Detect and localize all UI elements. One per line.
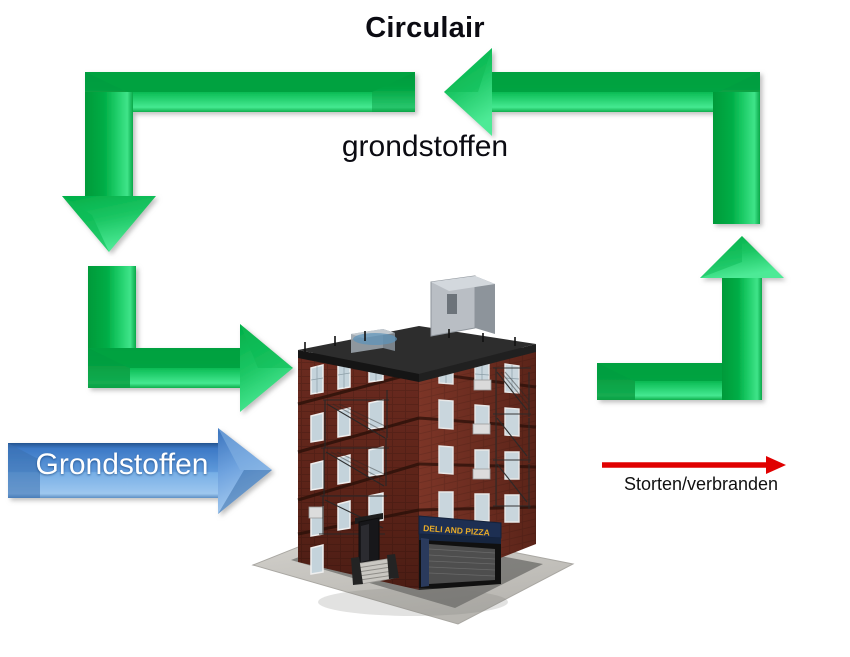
building-svg: DELI AND PIZZA xyxy=(251,275,575,625)
storefront-sign-text: DELI AND PIZZA xyxy=(423,523,490,538)
building-illustration: DELI AND PIZZA xyxy=(243,272,583,632)
rooftop-watertank xyxy=(353,333,397,345)
red-arrow-storten xyxy=(602,456,786,474)
arrow-top-left-down xyxy=(62,72,415,252)
arrow-bottom-right-up xyxy=(597,236,784,400)
stoop-stairs xyxy=(351,554,399,585)
roof xyxy=(298,275,536,382)
penthouse-window xyxy=(447,294,457,314)
side-windows xyxy=(438,353,520,523)
arrow-left-right xyxy=(88,266,293,412)
blue-arrow-grondstoffen[interactable] xyxy=(8,428,272,514)
building-front-wall xyxy=(297,332,420,590)
ac-unit xyxy=(472,468,491,480)
page-title: Circulair xyxy=(365,12,485,44)
ac-unit xyxy=(473,379,492,391)
ac-unit xyxy=(472,423,491,435)
cycle-label-grondstoffen: grondstoffen xyxy=(341,130,509,163)
red-arrow-label: Storten/verbranden xyxy=(623,474,779,494)
fire-escape-right xyxy=(493,367,531,509)
entrance-door xyxy=(351,513,399,585)
arrow-top-right-left xyxy=(444,48,760,224)
storefront: DELI AND PIZZA xyxy=(418,515,502,590)
